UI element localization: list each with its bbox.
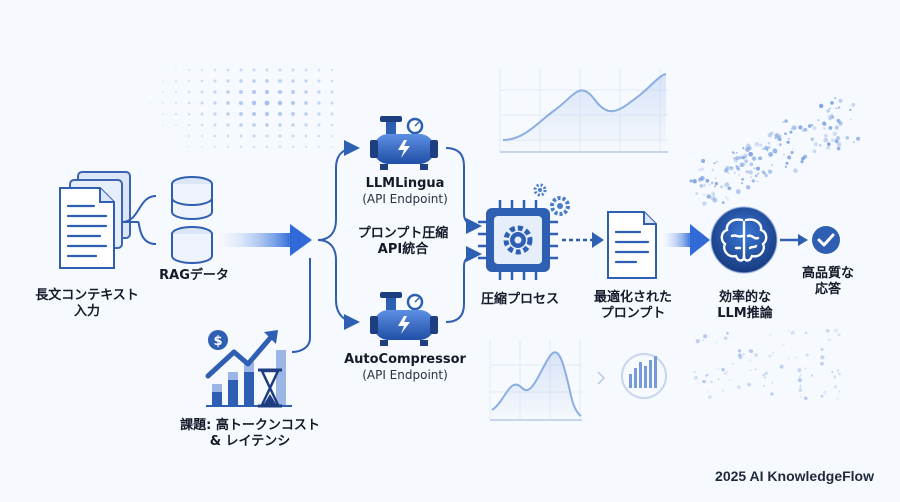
prompt-compression-integration-label: プロンプト圧縮 API統合 (338, 226, 468, 259)
connector-fork (317, 140, 360, 241)
air-compressor-icon-llmlingua (370, 116, 438, 170)
arrow-brain-to-answer (780, 234, 808, 246)
gear-icon-small (533, 183, 547, 197)
compression-process-text: 圧縮プロセス (480, 292, 559, 307)
long-context-label-line1: 長文コンテキスト (35, 288, 139, 303)
challenge-label-line2: & レイテンシ (209, 434, 291, 450)
llmlingua-label: LLMLingua (API Endpoint) (340, 176, 470, 207)
connector-docs-to-databases (121, 195, 157, 245)
brain-icon (710, 206, 778, 274)
optimized-prompt-line2: プロンプト (600, 306, 666, 322)
challenge-label: 課題: 高トークンコスト & レイテンシ (162, 418, 338, 451)
long-context-label-line2: 入力 (73, 304, 100, 320)
efficient-inference-line2: LLM推論 (717, 306, 773, 322)
background-gauge-chart (621, 353, 667, 399)
decorative-dot-pattern (149, 68, 334, 149)
llmlingua-endpoint: (API Endpoint) (362, 192, 448, 207)
long-context-input-label: 長文コンテキスト 入力 (22, 288, 152, 321)
processor-chip-icon (478, 183, 570, 280)
footer-credit: 2025 AI KnowledgeFlow (715, 468, 874, 484)
autocompressor-endpoint: (API Endpoint) (362, 368, 448, 383)
connector-autocompressor-to-chip (445, 246, 482, 323)
optimized-prompt-line1: 最適化された (593, 290, 672, 305)
efficient-inference-line1: 効率的な (718, 290, 771, 305)
challenge-label-line1: 課題: 高トークンコスト (180, 418, 320, 433)
gear-icon (550, 196, 570, 216)
rising-cost-chart-icon: $ (205, 330, 292, 408)
integration-label-line1: プロンプト圧縮 (357, 226, 449, 241)
check-circle-icon (812, 226, 840, 254)
decorative-particle-cloud (689, 97, 861, 206)
optimized-prompt-label: 最適化された プロンプト (578, 290, 688, 323)
background-line-chart-bottom (489, 340, 606, 421)
integration-label-line2: API統合 (377, 242, 429, 258)
document-stack-icon (59, 171, 131, 269)
llmlingua-name: LLMLingua (365, 176, 445, 191)
connector-llmlingua-to-chip (445, 147, 482, 234)
air-compressor-icon-autocompressor (370, 292, 438, 346)
compression-process-label: 圧縮プロセス (470, 292, 570, 308)
answer-label-line2: 応答 (814, 282, 841, 298)
main-flow-arrow (218, 224, 312, 256)
arrow-prompt-to-brain (662, 224, 710, 256)
autocompressor-name: AutoCompressor (344, 352, 466, 367)
connector-challenge-to-flow (291, 258, 311, 353)
database-icon (171, 176, 213, 220)
background-line-chart-top (499, 70, 668, 153)
rag-data-label: RAGデータ (146, 268, 242, 284)
autocompressor-label: AutoCompressor (API Endpoint) (330, 352, 480, 383)
hourglass-icon (258, 368, 282, 408)
efficient-inference-label: 効率的な LLM推論 (700, 290, 790, 323)
database-icon-secondary (171, 226, 213, 264)
rag-data-label-text: RAGデータ (159, 268, 229, 283)
svg-text:$: $ (213, 334, 222, 349)
prompt-document-icon (607, 211, 657, 279)
answer-label-line1: 高品質な (801, 266, 854, 281)
arrow-chip-to-prompt (562, 232, 604, 248)
decorative-particle-cloud-lower (693, 328, 841, 401)
high-quality-answer-label: 高品質な 応答 (790, 266, 866, 299)
